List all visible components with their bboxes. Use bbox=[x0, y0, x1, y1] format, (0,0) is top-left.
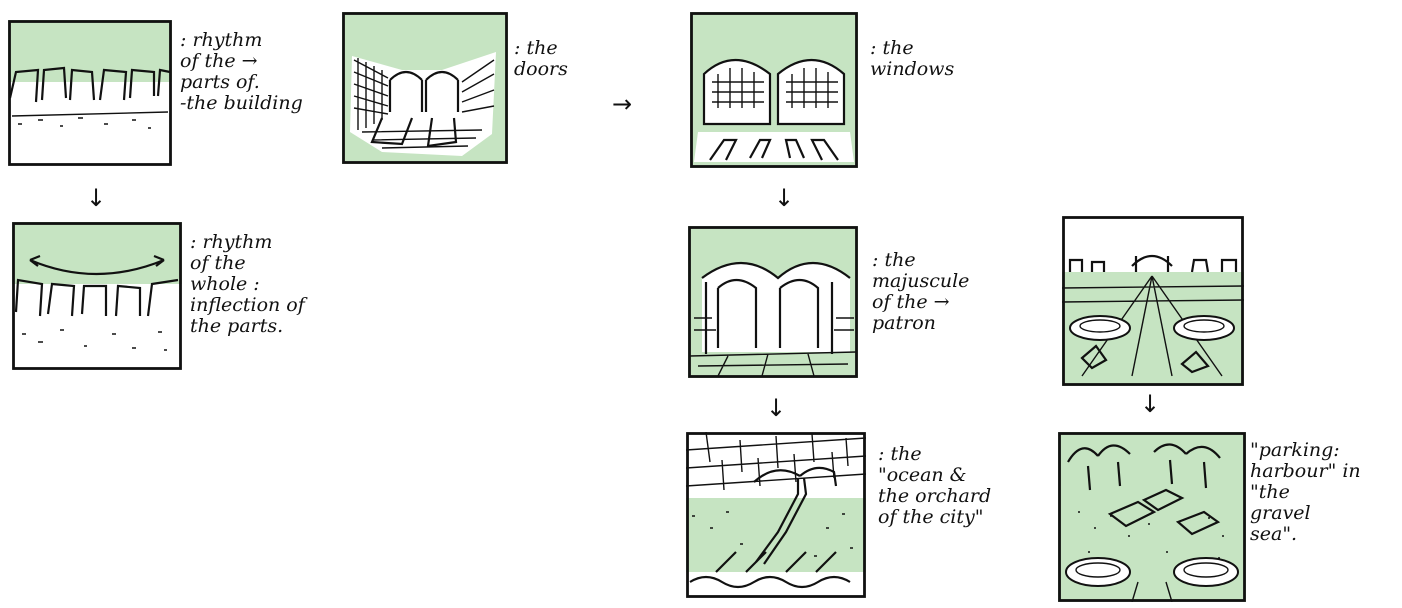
note-line: harbour" in bbox=[1250, 461, 1361, 482]
note-line: gravel bbox=[1250, 503, 1361, 524]
note-line: : the bbox=[872, 250, 969, 271]
note-line: -the building bbox=[180, 93, 303, 114]
windows-sketch bbox=[690, 12, 858, 168]
note-parking-harbour: "parking: harbour" in "the gravel sea". bbox=[1250, 440, 1361, 545]
note-line: : the bbox=[870, 38, 954, 59]
note-line: : rhythm bbox=[180, 30, 303, 51]
note-line: majuscule bbox=[872, 271, 969, 292]
arrow-down-majuscule: ↓ bbox=[766, 396, 786, 420]
rhythm-whole-sketch bbox=[12, 222, 182, 370]
panel-majuscule bbox=[688, 226, 858, 378]
note-ocean-orchard: : the "ocean & the orchard of the city" bbox=[878, 444, 991, 528]
arrow-down-windows: ↓ bbox=[774, 186, 794, 210]
panel-doors bbox=[342, 12, 508, 164]
note-rhythm-of-whole: : rhythm of the whole : inflection of th… bbox=[190, 232, 305, 337]
note-line: "parking: bbox=[1250, 440, 1361, 461]
note-line: of the → bbox=[872, 292, 969, 313]
majuscule-sketch bbox=[688, 226, 858, 378]
note-line: whole : bbox=[190, 274, 305, 295]
note-line: the parts. bbox=[190, 316, 305, 337]
panel-rhythm-of-parts bbox=[8, 20, 172, 166]
arrow-down-plaza: ↓ bbox=[1140, 392, 1160, 416]
note-line: of the → bbox=[180, 51, 303, 72]
note-doors: : the doors bbox=[514, 38, 568, 80]
ocean-orchard-sketch bbox=[686, 432, 866, 598]
panel-plaza bbox=[1062, 216, 1244, 386]
note-line: patron bbox=[872, 313, 969, 334]
note-line: "the bbox=[1250, 482, 1361, 503]
note-rhythm-of-parts: : rhythm of the → parts of. -the buildin… bbox=[180, 30, 303, 114]
note-line: of the bbox=[190, 253, 305, 274]
note-line: : the bbox=[878, 444, 991, 465]
note-line: : the bbox=[514, 38, 568, 59]
note-line: windows bbox=[870, 59, 954, 80]
panel-windows bbox=[690, 12, 858, 168]
note-majuscule: : the majuscule of the → patron bbox=[872, 250, 969, 334]
note-line: parts of. bbox=[180, 72, 303, 93]
note-line: inflection of bbox=[190, 295, 305, 316]
note-line: sea". bbox=[1250, 524, 1361, 545]
arrow-down-1: ↓ bbox=[86, 186, 106, 210]
note-windows: : the windows bbox=[870, 38, 954, 80]
arrow-right-doors: → bbox=[612, 92, 632, 116]
panel-parking-harbour bbox=[1058, 432, 1246, 602]
note-line: the orchard bbox=[878, 486, 991, 507]
note-line: : rhythm bbox=[190, 232, 305, 253]
panel-rhythm-of-whole bbox=[12, 222, 182, 370]
doors-sketch bbox=[342, 12, 508, 164]
note-line: of the city" bbox=[878, 507, 991, 528]
note-line: "ocean & bbox=[878, 465, 991, 486]
plaza-sketch bbox=[1062, 216, 1244, 386]
rhythm-parts-sketch bbox=[8, 20, 172, 166]
note-line: doors bbox=[514, 59, 568, 80]
parking-harbour-sketch bbox=[1058, 432, 1246, 602]
panel-ocean-orchard bbox=[686, 432, 866, 598]
